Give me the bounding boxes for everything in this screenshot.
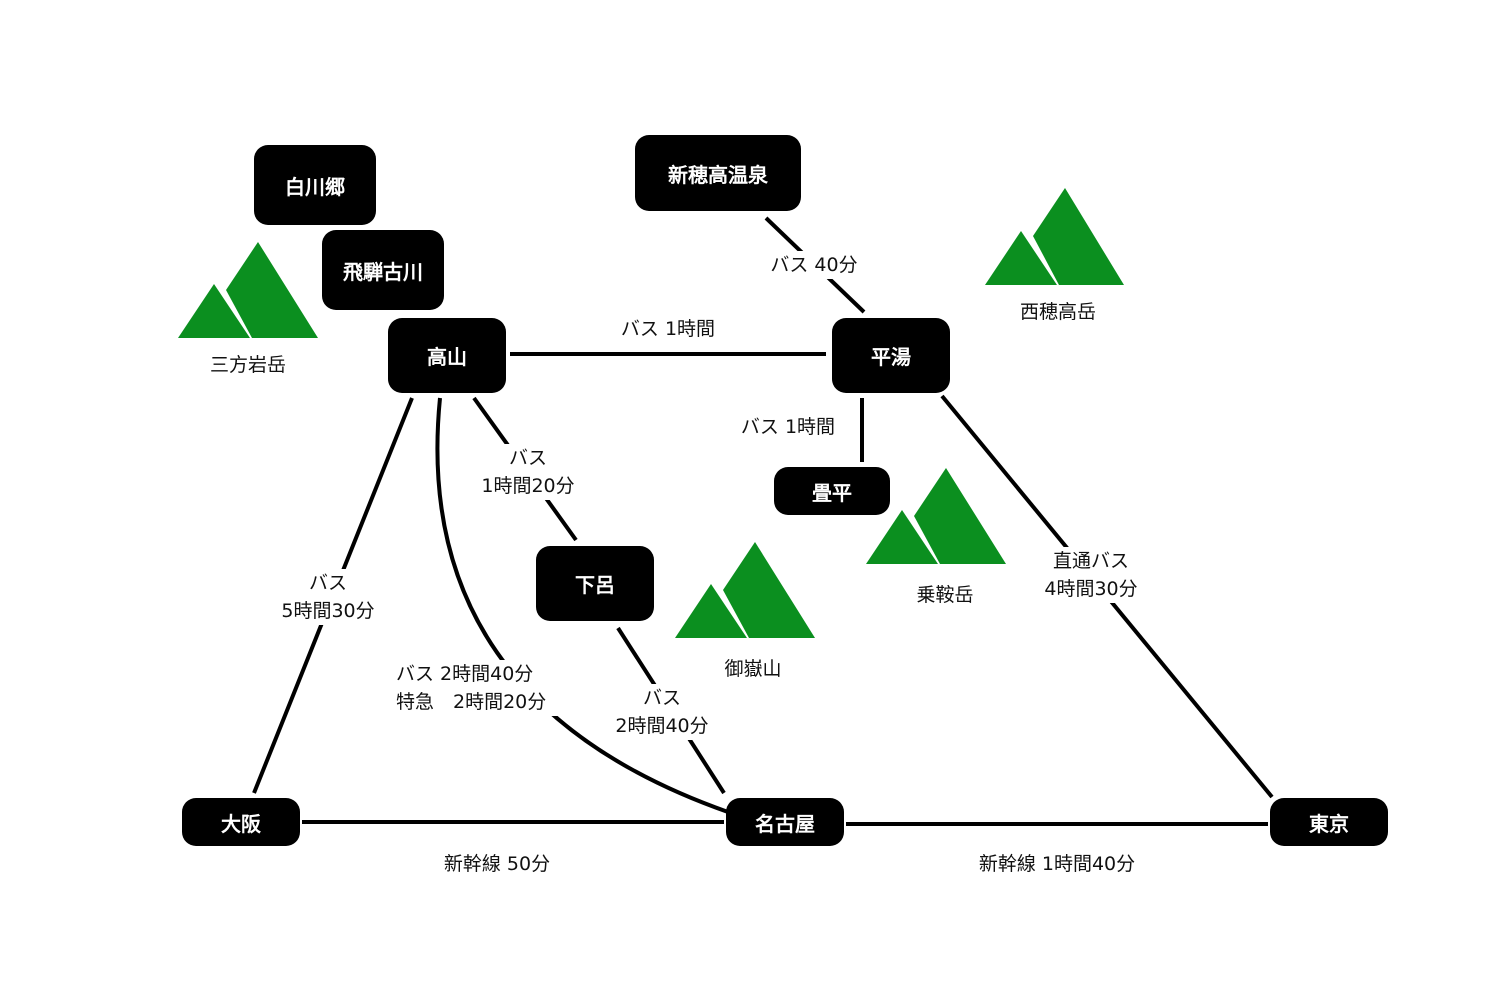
route-label-takayama-gero: バス 1時間20分	[470, 444, 586, 500]
route-label-takayama-osaka-line2: 5時間30分	[281, 600, 375, 622]
node-hida-furukawa[interactable]: 飛騨古川	[322, 230, 444, 310]
route-label-hirayu-tokyo: 直通バス 4時間30分	[1030, 547, 1152, 603]
node-nagoya[interactable]: 名古屋	[726, 798, 844, 846]
mountain-icon-ontakesan	[675, 542, 815, 638]
route-label-takayama-hirayu: バス 1時間	[620, 318, 716, 340]
mountain-label-nishihotakadake: 西穂高岳	[1019, 301, 1096, 323]
route-label-hirayu-tokyo-line1: 直通バス	[1052, 550, 1129, 572]
mountain-icon-sanpoiwadake	[178, 242, 318, 338]
node-tokyo[interactable]: 東京	[1270, 798, 1388, 846]
route-label-hirayu-tokyo-line2: 4時間30分	[1044, 578, 1138, 600]
node-shirakawago[interactable]: 白川郷	[254, 145, 376, 225]
route-label-nagoya-tokyo: 新幹線 1時間40分	[978, 853, 1136, 875]
node-tatamidaira[interactable]: 畳平	[774, 467, 890, 515]
mountain-icon-norikuradake	[866, 468, 1006, 564]
route-label-gero-nagoya: バス 2時間40分	[604, 684, 720, 740]
node-osaka[interactable]: 大阪	[182, 798, 300, 846]
route-label-takayama-gero-line2: 1時間20分	[481, 475, 575, 497]
route-label-gero-nagoya-line2: 2時間40分	[615, 715, 709, 737]
route-label-takayama-nagoya-line1: バス 2時間40分	[396, 663, 534, 685]
route-label-takayama-osaka-line1: バス	[308, 572, 347, 594]
node-takayama[interactable]: 高山	[388, 318, 506, 393]
route-label-takayama-osaka: バス 5時間30分	[270, 569, 386, 625]
route-label-shinhotaka-hirayu: バス 40分	[758, 251, 870, 279]
route-label-gero-nagoya-line1: バス	[642, 687, 681, 709]
mountain-label-sanpoiwadake: 三方岩岳	[209, 354, 286, 376]
route-label-takayama-nagoya: バス 2時間40分 特急 2時間20分	[396, 660, 558, 716]
mountain-label-ontakesan: 御嶽山	[724, 658, 782, 680]
route-label-takayama-gero-line1: バス	[508, 447, 547, 469]
node-shinhotaka[interactable]: 新穂高温泉	[635, 135, 801, 211]
route-label-osaka-nagoya: 新幹線 50分	[443, 853, 551, 875]
mountain-label-norikuradake: 乗鞍岳	[916, 584, 974, 606]
route-label-takayama-nagoya-line2: 特急 2時間20分	[396, 691, 547, 713]
edge-takayama-nagoya	[435, 397, 729, 814]
mountain-icon-nishihotakadake	[985, 188, 1124, 285]
node-hirayu[interactable]: 平湯	[832, 318, 950, 393]
route-label-hirayu-tatamidaira: バス 1時間	[740, 416, 836, 438]
node-gero[interactable]: 下呂	[536, 546, 654, 621]
